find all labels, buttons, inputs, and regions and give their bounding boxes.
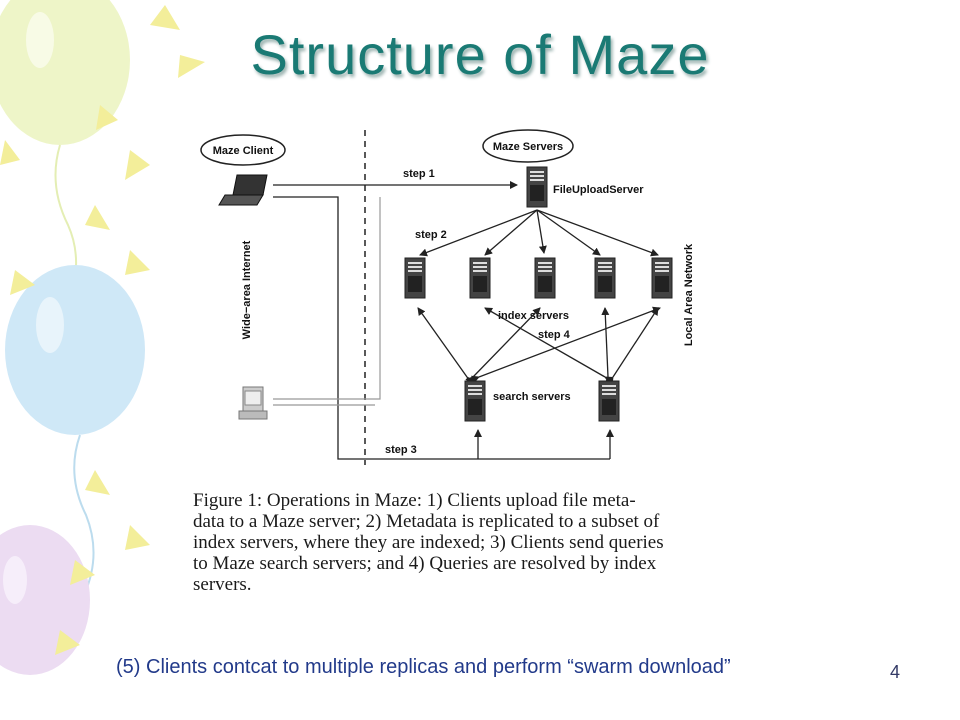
caption-line: servers. bbox=[193, 574, 252, 595]
maze-servers-label: Maze Servers bbox=[493, 141, 563, 153]
caption-line: Figure 1: Operations in Maze: 1) Clients… bbox=[193, 490, 636, 511]
caption-line: index servers, where they are indexed; 3… bbox=[193, 532, 664, 553]
laptop-icon bbox=[218, 174, 268, 206]
page-number: 4 bbox=[890, 662, 901, 682]
step1-label: step 1 bbox=[403, 168, 435, 180]
step2-arrow-3 bbox=[536, 209, 547, 254]
step4-arrow-6 bbox=[605, 307, 659, 386]
index-server-icon bbox=[594, 257, 616, 299]
maze-structure-diagram: Maze Client Maze Servers Wide−area Inter… bbox=[200, 129, 695, 465]
step4-label: step 4 bbox=[538, 329, 571, 341]
search-server-icon bbox=[464, 380, 486, 422]
step2-arrow-1 bbox=[419, 209, 538, 257]
wide-area-internet-label: Wide−area Internet bbox=[241, 240, 253, 339]
local-area-network-label: Local Area Network bbox=[683, 243, 695, 346]
index-server-icon bbox=[469, 257, 491, 299]
step2-arrow-5 bbox=[536, 209, 659, 257]
balloon-purple bbox=[0, 525, 90, 675]
index-servers-label: index servers bbox=[498, 310, 569, 322]
client-uplink-line bbox=[273, 196, 360, 460]
step2-arrow-2 bbox=[484, 209, 538, 256]
balloon-green bbox=[0, 0, 130, 316]
index-server-icon bbox=[404, 257, 426, 299]
file-upload-server-icon bbox=[526, 166, 548, 208]
step4-arrow-5 bbox=[601, 307, 613, 385]
figure-caption: Figure 1: Operations in Maze: 1) Clients… bbox=[193, 490, 713, 595]
step2-label: step 2 bbox=[415, 229, 447, 241]
maze-client-label: Maze Client bbox=[213, 145, 274, 157]
step4-arrow-1 bbox=[417, 307, 475, 386]
step2-arrow-4 bbox=[536, 209, 601, 256]
caption-line: to Maze search servers; and 4) Queries a… bbox=[193, 553, 657, 574]
index-server-icon bbox=[534, 257, 556, 299]
caption-line: data to a Maze server; 2) Metadata is re… bbox=[193, 511, 660, 532]
swarm-download-note: (5) Clients contcat to multiple replicas… bbox=[116, 656, 731, 678]
balloon-blue bbox=[5, 265, 145, 596]
maze-servers-ellipse bbox=[482, 129, 574, 163]
step4-arrow-4 bbox=[484, 307, 614, 384]
confetti bbox=[0, 5, 205, 655]
index-server-icon bbox=[651, 257, 673, 299]
desktop-computer-icon bbox=[238, 386, 268, 420]
file-upload-server-label: FileUploadServer bbox=[553, 184, 644, 196]
maze-client-ellipse bbox=[200, 134, 286, 166]
step3-label: step 3 bbox=[385, 444, 417, 456]
search-server-icon bbox=[598, 380, 620, 422]
search-servers-label: search servers bbox=[493, 391, 571, 403]
slide-title: Structure of Maze bbox=[250, 23, 710, 86]
desktop-link-outer bbox=[273, 197, 381, 400]
